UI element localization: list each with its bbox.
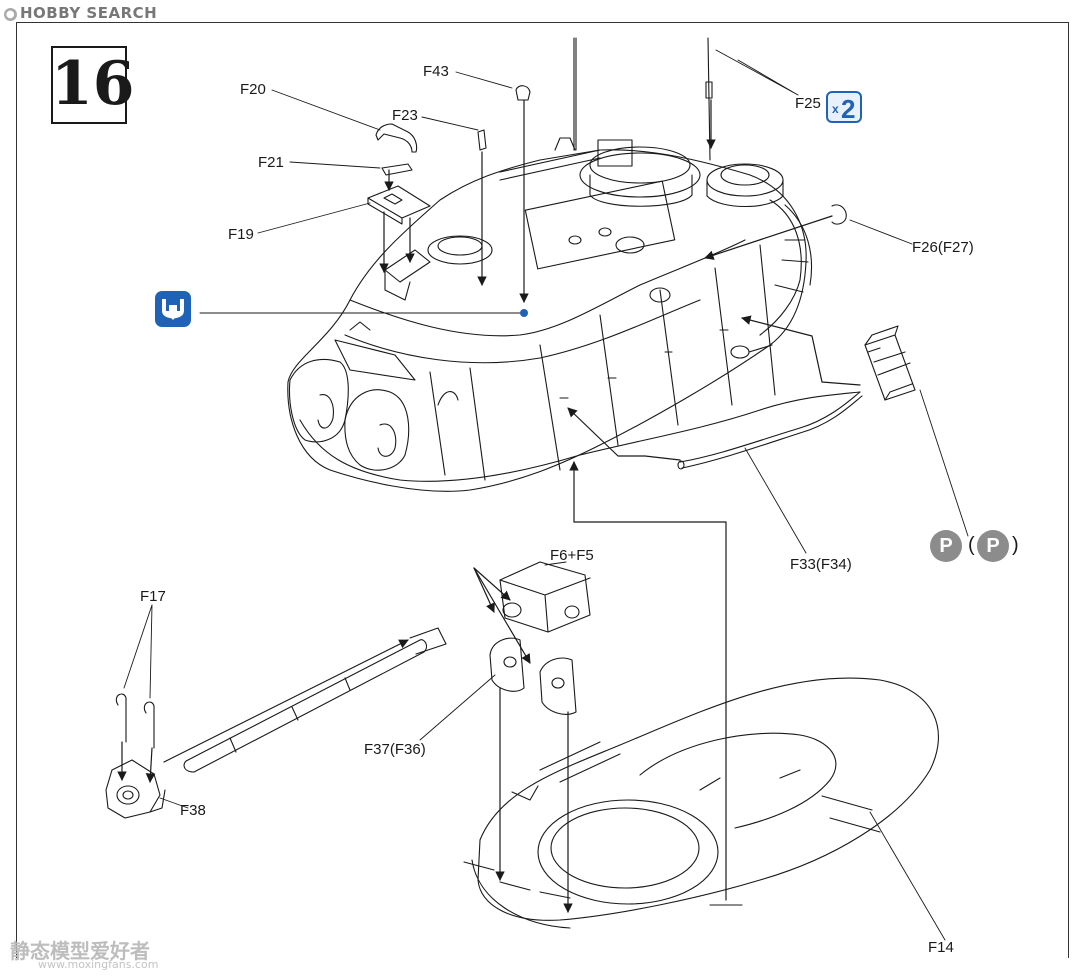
quantity-count: 2 bbox=[841, 94, 856, 124]
label-f17: F17 bbox=[140, 588, 166, 605]
label-f14: F14 bbox=[928, 939, 954, 956]
part-f25 bbox=[705, 81, 713, 99]
turret-ring-f14 bbox=[463, 677, 939, 929]
paint-code-alt-icon: P bbox=[977, 530, 1009, 562]
label-f26: F26(F27) bbox=[912, 239, 974, 256]
turret-assembly bbox=[287, 37, 861, 492]
assembly-arrows bbox=[117, 99, 861, 913]
label-f43: F43 bbox=[423, 63, 449, 80]
quantity-x: x bbox=[832, 102, 839, 116]
label-f38: F38 bbox=[180, 802, 206, 819]
paren-close: ) bbox=[1012, 534, 1019, 556]
label-f37: F37(F36) bbox=[364, 741, 426, 758]
attach-down-icon bbox=[162, 299, 184, 320]
part-f26 bbox=[831, 204, 847, 225]
label-f6-f5: F6+F5 bbox=[550, 547, 594, 564]
label-f20: F20 bbox=[240, 81, 266, 98]
part-f43 bbox=[515, 85, 531, 101]
label-f21: F21 bbox=[258, 154, 284, 171]
label-f25: F25 bbox=[795, 95, 821, 112]
part-p-box bbox=[864, 334, 916, 401]
attach-symbol-icon bbox=[155, 291, 191, 327]
step-number: 16 bbox=[51, 49, 135, 119]
quantity-badge: x 2 bbox=[826, 91, 862, 124]
part-f20 bbox=[375, 123, 418, 153]
part-f21 bbox=[381, 163, 413, 176]
watermark-site: 静态模型爱好者 bbox=[10, 939, 150, 963]
watermark-url: www.moxingfans.com bbox=[38, 958, 159, 971]
step-box bbox=[51, 46, 127, 124]
watermark-hobby-search: ●HOBBY SEARCH bbox=[4, 4, 157, 22]
paren-open: ( bbox=[968, 534, 975, 556]
paint-code-icon: P bbox=[930, 530, 962, 562]
part-f33 bbox=[679, 391, 863, 469]
part-f23 bbox=[477, 129, 487, 151]
label-f33: F33(F34) bbox=[790, 556, 852, 573]
label-f23: F23 bbox=[392, 107, 418, 124]
contact-dot bbox=[520, 309, 528, 317]
label-f19: F19 bbox=[228, 226, 254, 243]
hobby-logo-icon: ● bbox=[4, 8, 17, 21]
watermark-top-text: HOBBY SEARCH bbox=[20, 4, 158, 22]
gun-assembly bbox=[105, 561, 591, 819]
leader-lines bbox=[123, 49, 969, 941]
